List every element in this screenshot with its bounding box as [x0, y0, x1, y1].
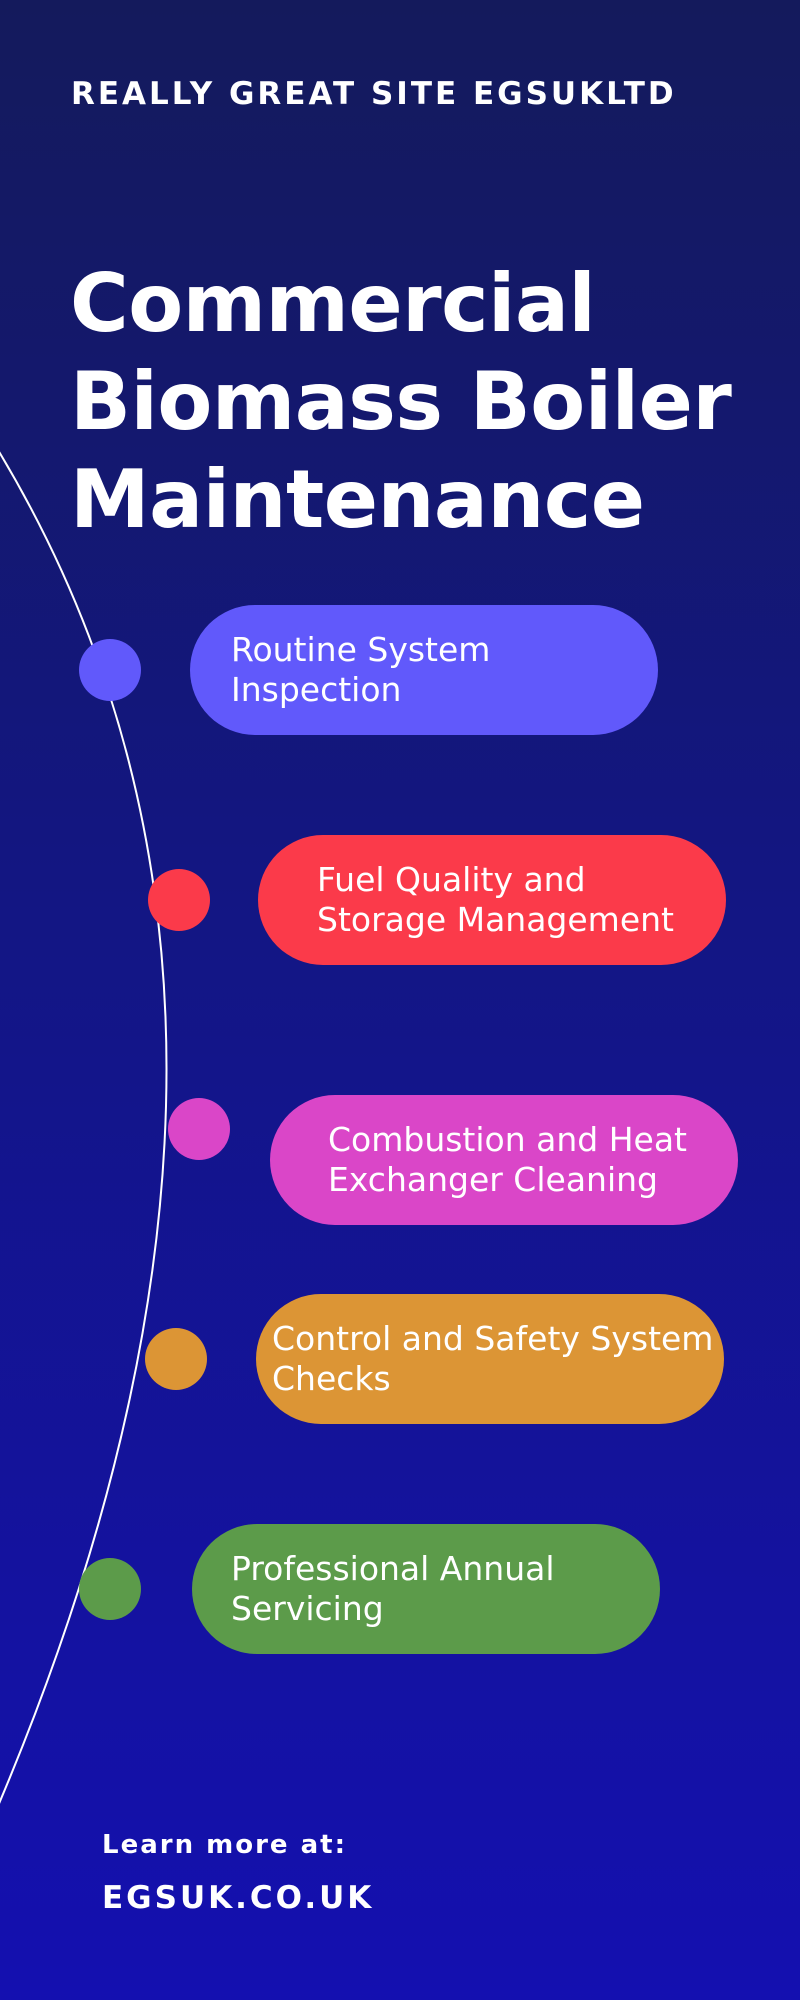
- step-4-pill: Control and Safety System Checks: [256, 1294, 724, 1424]
- step-2-label-line: Fuel Quality and: [317, 860, 586, 899]
- step-4-label-line: Checks: [272, 1359, 391, 1398]
- step-1-label-line: Routine System: [231, 630, 491, 669]
- step-1-marker: [79, 639, 141, 701]
- step-3-label-line: Combustion and Heat: [328, 1120, 687, 1159]
- step-4-label-line: Control and Safety System: [272, 1319, 714, 1358]
- step-5-label: Professional Annual Servicing: [231, 1549, 555, 1629]
- step-5-label-line: Servicing: [231, 1589, 384, 1628]
- learn-more-label: Learn more at:: [102, 1830, 347, 1860]
- title-line: Commercial: [70, 257, 596, 350]
- step-5-marker: [79, 1558, 141, 1620]
- step-1-label-line: Inspection: [231, 670, 402, 709]
- step-2-label: Fuel Quality and Storage Management: [317, 860, 674, 940]
- step-2-label-line: Storage Management: [317, 900, 674, 939]
- step-3-label: Combustion and Heat Exchanger Cleaning: [328, 1120, 687, 1200]
- step-4-label: Control and Safety System Checks: [272, 1319, 713, 1399]
- step-2-pill: Fuel Quality and Storage Management: [258, 835, 726, 965]
- title-line: Maintenance: [70, 453, 645, 546]
- step-3-marker: [168, 1098, 230, 1160]
- site-name: REALLY GREAT SITE EGSUKLTD: [71, 76, 677, 112]
- title-line: Biomass Boiler: [70, 355, 732, 448]
- website-url[interactable]: EGSUK.CO.UK: [102, 1880, 375, 1916]
- page-title: Commercial Biomass Boiler Maintenance: [70, 255, 770, 549]
- step-1-label: Routine System Inspection: [231, 630, 490, 710]
- step-4-marker: [145, 1328, 207, 1390]
- step-3-label-line: Exchanger Cleaning: [328, 1160, 658, 1199]
- step-5-pill: Professional Annual Servicing: [192, 1524, 660, 1654]
- step-1-pill: Routine System Inspection: [190, 605, 658, 735]
- step-2-marker: [148, 869, 210, 931]
- step-5-label-line: Professional Annual: [231, 1549, 555, 1588]
- step-3-pill: Combustion and Heat Exchanger Cleaning: [270, 1095, 738, 1225]
